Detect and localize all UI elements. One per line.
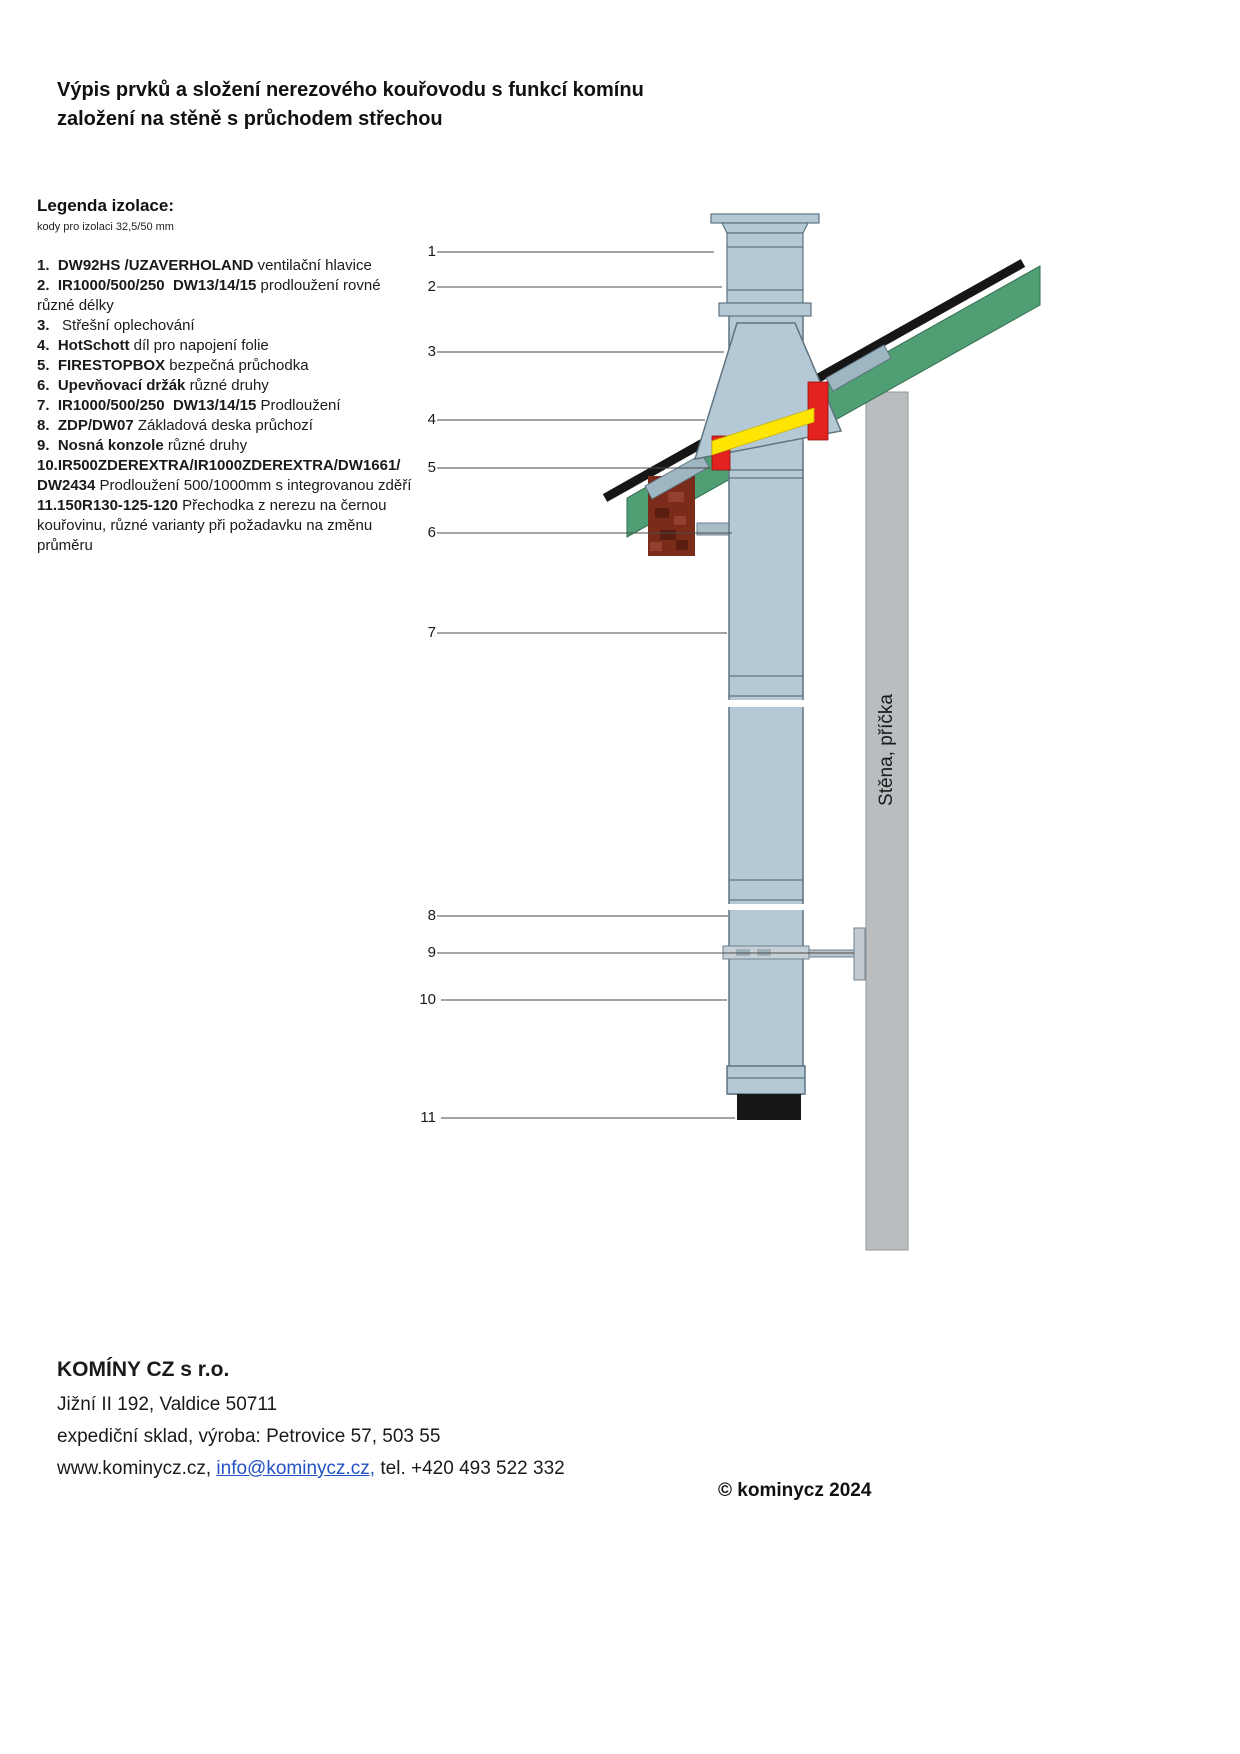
callout-number-9: 9 — [427, 944, 436, 961]
callout-number-1: 1 — [427, 243, 436, 260]
pipe-segment-gap — [728, 700, 804, 707]
callout-number-4: 4 — [427, 411, 436, 428]
flue-adapter — [737, 1094, 801, 1120]
footer: KOMÍNY CZ s r.o. Jižní II 192, Valdice 5… — [57, 1354, 565, 1485]
wall-bracket — [805, 927, 866, 981]
flashing-skirt-left — [644, 453, 710, 500]
callout-number-2: 2 — [427, 278, 436, 295]
company-address-2: expediční sklad, výroba: Petrovice 57, 5… — [57, 1426, 441, 1447]
company-contact: www.kominycz.cz, info@kominycz.cz, tel. … — [57, 1453, 565, 1485]
callout-number-7: 7 — [427, 624, 436, 641]
page-title-line1: Výpis prvků a složení nerezového kouřovo… — [57, 79, 644, 101]
callout-number-5: 5 — [427, 459, 436, 476]
wall-label: Stěna, příčka — [876, 694, 898, 806]
website-text: www.kominycz.cz, — [57, 1458, 217, 1479]
callout-number-11: 11 — [420, 1109, 436, 1126]
email-link[interactable]: info@kominycz.cz, — [216, 1458, 376, 1479]
legend-item: 10.IR500ZDEREXTRA/IR1000ZDEREXTRA/DW1661… — [37, 457, 412, 494]
page-title: Výpis prvků a složení nerezového kouřovo… — [57, 76, 777, 134]
legend-item: 11.150R130-125-120 Přechodka z nerezu na… — [37, 497, 391, 554]
callout-number-3: 3 — [427, 343, 436, 360]
page-title-line2: založení na stěně s průchodem střechou — [57, 108, 443, 130]
callout-number-6: 6 — [427, 524, 436, 541]
copyright-notice: © kominycz 2024 — [718, 1480, 872, 1501]
legend-item: 3. Střešní oplechování — [37, 317, 195, 334]
seal-strip — [711, 407, 815, 456]
wall — [865, 391, 909, 1251]
legend-item: 7. IR1000/500/250 DW13/14/15 Prodloužení — [37, 397, 341, 414]
legend-item: 6. Upevňovací držák různé druhy — [37, 377, 269, 394]
bottom-collar — [726, 1065, 806, 1095]
company-name: KOMÍNY CZ s r.o. — [57, 1358, 230, 1381]
pipe-segment-gap — [728, 904, 804, 910]
wall-label-box: Stěna, příčka — [866, 610, 908, 890]
legend-item: 5. FIRESTOPBOX bezpečná průchodka — [37, 357, 309, 374]
legend-heading: Legenda izolace: — [37, 196, 174, 215]
legend-item: 9. Nosná konzole různé druhy — [37, 437, 248, 454]
callout-number-10: 10 — [419, 991, 436, 1008]
callout-number-8: 8 — [427, 907, 436, 924]
callout-lines — [437, 251, 854, 1119]
legend-item: 4. HotSchott díl pro napojení folie — [37, 337, 269, 354]
company-address: Jižní II 192, Valdice 50711 — [57, 1394, 278, 1415]
legend-item: 2. IR1000/500/250 DW13/14/15 prodloužení… — [37, 277, 385, 314]
legend-item: 8. ZDP/DW07 Základová deska průchozí — [37, 417, 313, 434]
legend-item: 1. DW92HS /UZAVERHOLAND ventilační hlavi… — [37, 257, 372, 274]
phone-text: tel. +420 493 522 332 — [375, 1458, 565, 1479]
legend-subheading: kody pro izolaci 32,5/50 mm — [37, 221, 174, 233]
vent-cap — [710, 213, 820, 317]
legend-list: 1. DW92HS /UZAVERHOLAND ventilační hlavi… — [37, 256, 421, 556]
flashing-skirt-right — [825, 344, 892, 392]
